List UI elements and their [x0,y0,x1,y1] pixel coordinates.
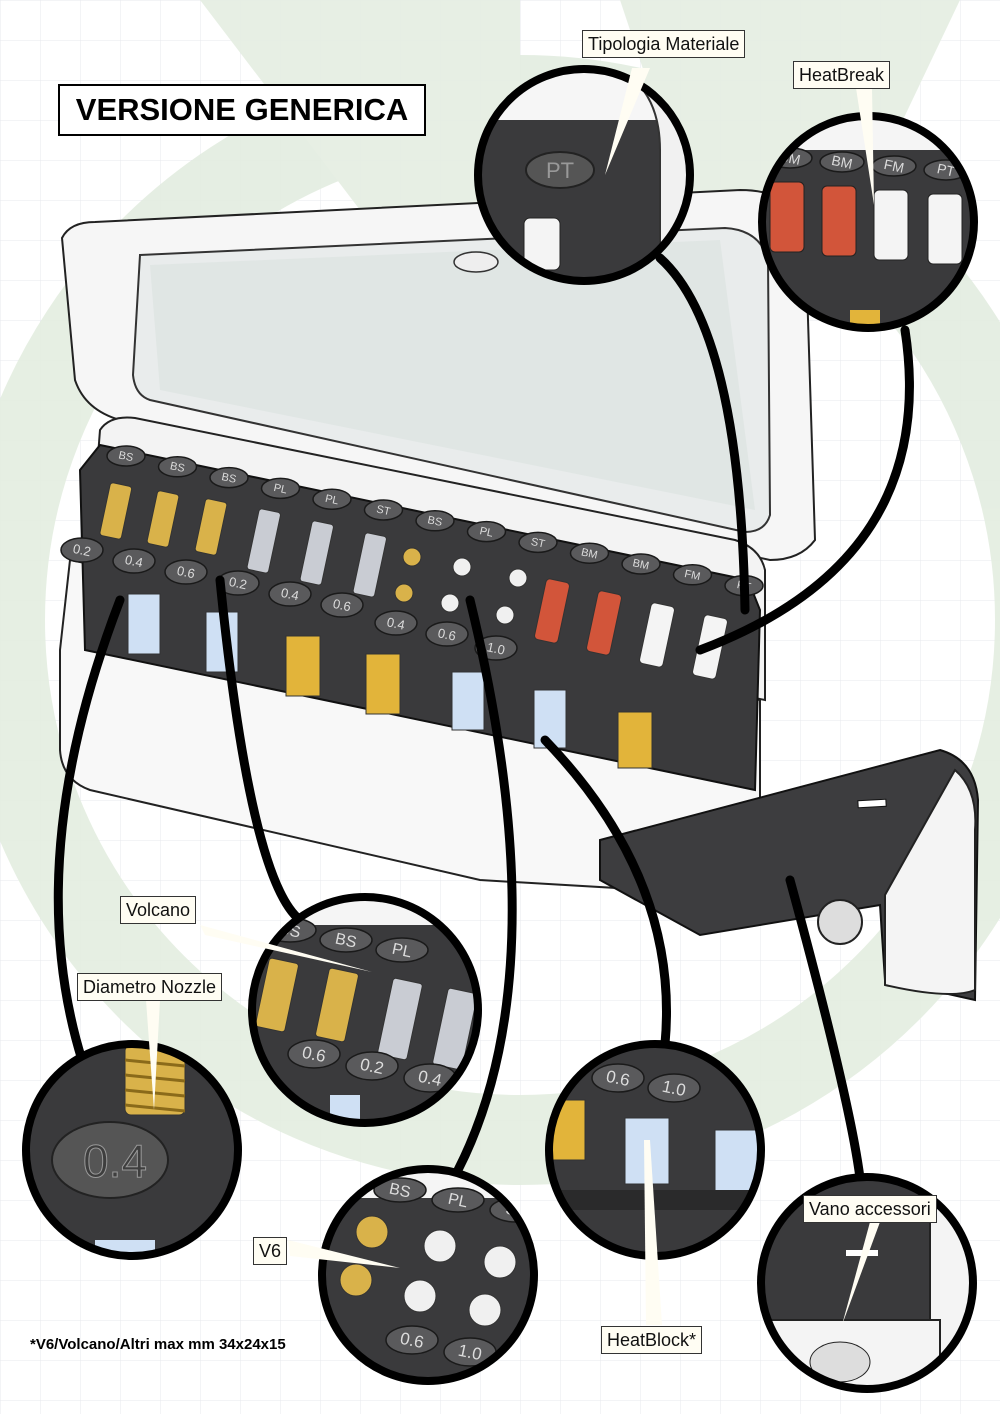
bottom-label-oval [320,592,364,618]
top-label-text: BM [632,557,651,572]
callout-heatbreak: HeatBreak [793,61,891,89]
zoom-v6-top-label-oval [431,1187,485,1213]
zoom-tipologia-label: PT [546,158,574,183]
zoom-heatbreak-label-text: FM [882,156,905,176]
callout-volcano: Volcano [120,896,197,924]
zoom-v6-top-label-text: PL [446,1191,469,1212]
zoom-volcano-bottom-label-text: 0.6 [300,1043,327,1066]
tray-insert [78,443,762,792]
top-label-oval [569,542,610,564]
zoom-volcano-top-label-oval [375,937,429,963]
zoom-diametro-label: 0.4 [83,1135,147,1187]
zoom-v6-top-label-oval [373,1177,427,1203]
bottom-row-labels: 0.2 0.4 0.6 0.2 0.4 0.6 0.4 0.6 1.0 [60,537,518,661]
top-label-oval [415,510,455,532]
zoom-volcano-top-label-text: BS [334,931,358,952]
zoom-heatblock-label-text: 0.6 [604,1067,631,1090]
callout-heatblock: HeatBlock* [601,1326,703,1354]
zoom-heatblock-label-text: 1.0 [660,1077,687,1100]
heatblock-slots [127,593,653,769]
zoom-heatbreak-label-text: PT [936,160,957,179]
top-label-oval [157,456,198,478]
bottom-label-oval [60,537,104,563]
top-label-oval [363,499,404,521]
zoom-v6-bottom-label-text: 1.0 [456,1341,483,1364]
bottom-label-text: 0.4 [124,552,145,570]
zoom-vano [757,1173,977,1393]
top-label-oval [466,520,507,543]
zoom-volcano-top-label-text: PL [390,941,413,962]
bottom-label-text: 0.4 [280,585,301,603]
bottom-label-oval [268,581,312,607]
bottom-label-text: 0.4 [385,614,406,632]
top-label-oval [260,477,301,500]
leader-lines [53,253,914,1183]
zoom-v6-top-label-text: BS [388,1181,412,1202]
zoom-heatbreak-label-oval [819,151,865,173]
top-label-text: BM [580,546,599,561]
callout-vano: Vano accessori [803,1195,937,1223]
zoom-heatblock-label-oval [591,1063,645,1093]
nozzle-slots [99,482,728,680]
zoom-diametro: 0.4 [22,1000,242,1260]
zoom-heatbreak-label-text: BM [830,152,854,172]
top-label-oval [209,466,249,489]
top-label-text: PL [478,525,494,540]
top-label-oval [672,564,713,586]
zoom-v6-bottom-label-text: 0.6 [398,1329,425,1352]
top-label-text: ST [530,536,547,551]
top-label-oval [312,488,352,510]
bottom-label-text: 0.6 [176,563,197,581]
footnote: *V6/Volcano/Altri max mm 34x24x15 [30,1336,286,1353]
top-label-text: PL [272,482,288,497]
callout-tipologia: Tipologia Materiale [582,30,746,58]
bottom-label-text: 0.2 [72,541,93,559]
top-label-oval [518,531,558,554]
top-label-text: BS [220,471,237,486]
zoom-heatblock-label-oval [647,1073,701,1103]
lid-latch [453,251,499,273]
bottom-label-oval [425,621,469,647]
top-label-oval [621,553,661,575]
callout-v6: V6 [253,1237,288,1265]
zoom-volcano-bottom-label-text: 0.4 [416,1067,443,1090]
bottom-label-text: 0.6 [332,596,353,614]
bottom-label-text: 1.0 [485,639,506,657]
top-label-text: BS [426,514,443,529]
bottom-label-text: 0.6 [436,625,457,643]
zoom-v6-bottom-label-oval [385,1325,439,1355]
top-label-text: ST [375,504,392,519]
zoom-volcano-bottom-label-text: 0.2 [358,1055,385,1078]
page-title: VERSIONE GENERICA [58,84,426,136]
bottom-label-text: 0.2 [228,574,249,592]
zoom-tipologia: PT [474,65,694,285]
top-label-text: BS [169,460,186,475]
zoom-heatblock: 0.6 1.0 [545,1040,765,1325]
top-label-text: BS [117,449,134,464]
top-label-oval [106,445,146,467]
zoom-volcano-top-label-oval [319,927,373,953]
bottom-label-oval [164,559,208,585]
bottom-label-oval [112,548,156,574]
callout-diametro: Diametro Nozzle [77,973,223,1001]
top-label-text: FM [683,568,701,583]
zoom-volcano-bottom-label-oval [287,1039,341,1069]
top-label-text: PL [324,493,340,508]
accessory-drawer [599,748,980,1002]
bottom-label-oval [374,610,418,636]
zoom-volcano-bottom-label-oval [345,1051,399,1081]
